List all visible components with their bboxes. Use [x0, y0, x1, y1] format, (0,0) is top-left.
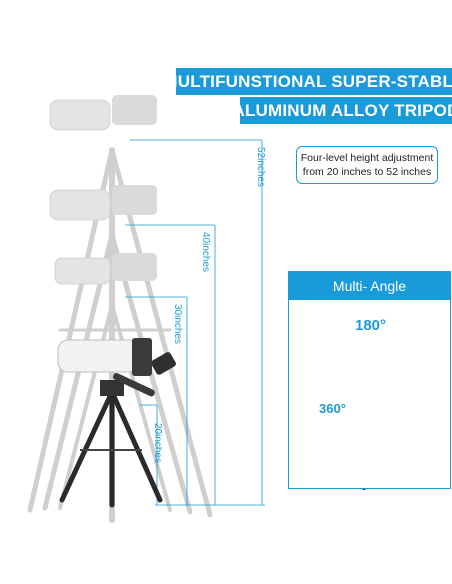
- multi-angle-title: Multi- Angle: [289, 272, 450, 300]
- height-info-line-1: Four-level height adjustment: [300, 152, 434, 164]
- rotation-360-label: 360°: [319, 401, 346, 416]
- headline-line-2: ALUMINUM ALLOY TRIPOD: [232, 97, 452, 124]
- height-label-40: 40inches: [200, 232, 211, 273]
- height-label-30: 30inches: [172, 304, 183, 345]
- height-label-20: 20inches: [152, 423, 163, 464]
- main-tripod: [59, 372, 163, 508]
- multi-angle-panel: Multi- Angle 180° 360°: [288, 271, 451, 489]
- height-label-52: 52inches: [255, 147, 266, 188]
- height-info-box: Four-level height adjustment from 20 inc…: [296, 146, 438, 184]
- ghost-tripods: [27, 95, 213, 523]
- headline-line-1: MULTIFUNSTIONAL SUPER-STABLE: [163, 68, 452, 95]
- main-telescope: [57, 338, 176, 376]
- rotation-180-label: 180°: [355, 317, 387, 334]
- height-info-line-2: from 20 inches to 52 inches: [302, 166, 432, 178]
- height-dimension-lines: [125, 139, 265, 506]
